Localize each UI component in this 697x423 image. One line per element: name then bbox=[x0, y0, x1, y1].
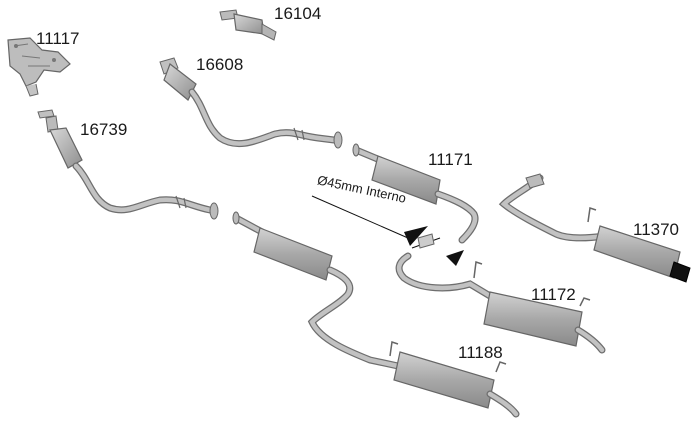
rear-muffler-11370 bbox=[498, 173, 691, 283]
arrow-right-icon bbox=[446, 250, 464, 266]
part-label-16608: 16608 bbox=[196, 55, 244, 74]
part-label-11370: 11370 bbox=[633, 220, 680, 239]
centre-muffler-11171 bbox=[352, 143, 479, 244]
muffler-11188 bbox=[232, 211, 520, 418]
pipe-diameter-indicator bbox=[311, 195, 464, 266]
part-label-11172: 11172 bbox=[531, 285, 576, 304]
part-label-16104: 16104 bbox=[274, 4, 322, 23]
part-label-11171: 11171 bbox=[428, 150, 473, 169]
arrow-left-icon bbox=[404, 226, 428, 246]
manifold-11117 bbox=[7, 37, 71, 97]
part-label-11117: 11117 bbox=[36, 29, 80, 48]
front-pipe-16739 bbox=[37, 109, 219, 220]
front-pipe-16608 bbox=[159, 57, 343, 149]
part-label-11188: 11188 bbox=[458, 343, 503, 362]
catalyst-16104 bbox=[219, 9, 277, 41]
part-label-16739: 16739 bbox=[80, 120, 128, 139]
muffler-11172 bbox=[395, 252, 606, 354]
